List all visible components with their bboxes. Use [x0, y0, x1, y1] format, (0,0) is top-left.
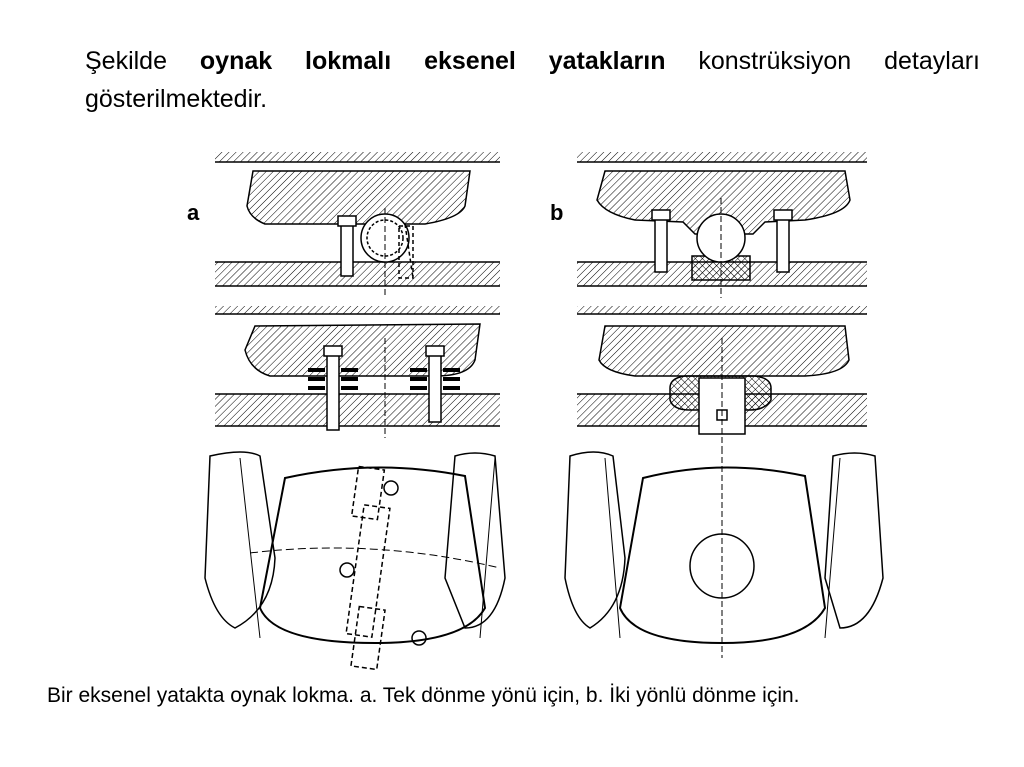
slide-heading: Şekilde oynak lokmalı eksenel yatakların… — [85, 42, 980, 118]
heading-bold-text: oynak lokmalı eksenel yatakların — [199, 47, 666, 75]
figure-caption: Bir eksenel yatakta oynak lokma. a. Tek … — [47, 684, 800, 707]
figure-label-b: b — [550, 200, 563, 225]
bearing-figure: a b — [187, 152, 884, 671]
heading-text-2: konstrüksiyon detayları gösterilmektedir… — [85, 47, 980, 113]
figure-label-a: a — [187, 200, 200, 225]
panel-b-bottom — [564, 448, 884, 658]
panel-a-bottom — [204, 451, 506, 671]
panel-b-middle — [577, 306, 867, 448]
panel-b-top — [577, 152, 867, 298]
panel-a-top — [215, 152, 500, 298]
heading-text-1: Şekilde — [85, 47, 200, 75]
panel-a-middle — [215, 306, 500, 438]
